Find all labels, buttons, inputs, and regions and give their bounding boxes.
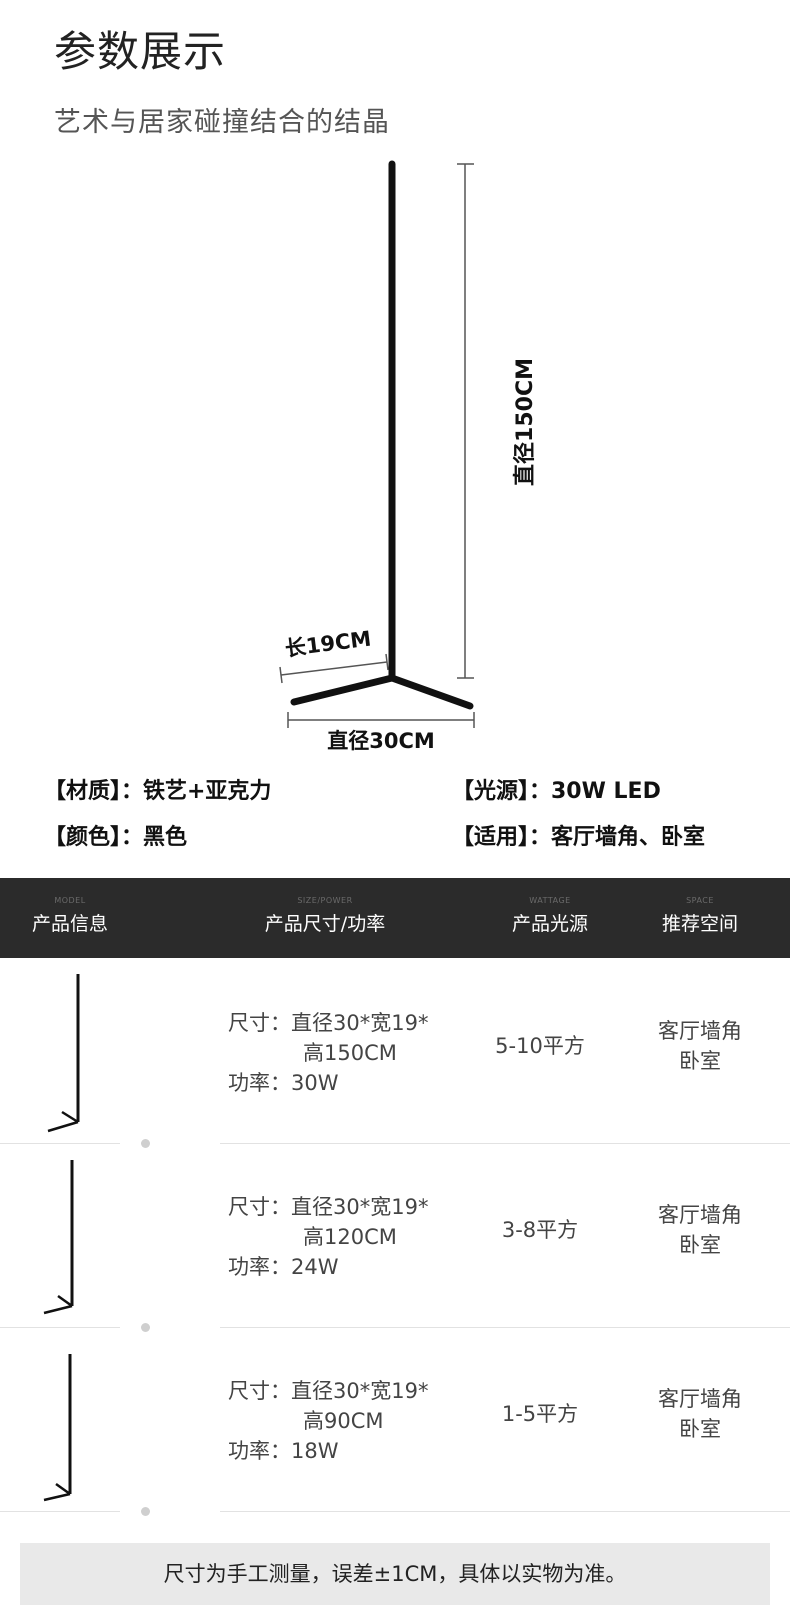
page-subtitle: 艺术与居家碰撞结合的结晶 [54, 107, 390, 138]
spec-material: 【材质】：铁艺+亚克力 [44, 779, 272, 804]
height-dimension [457, 163, 474, 679]
row-divider [220, 1143, 790, 1144]
source-cell: 1-5平方 [501, 1402, 579, 1426]
length-label: 长19CM [284, 627, 373, 661]
row-divider [0, 1327, 120, 1328]
diameter-dimension [287, 712, 475, 728]
height-label: 直径150CM [512, 358, 538, 486]
spec-light-source: 【光源】：30W LED [452, 779, 661, 804]
row-divider [0, 1143, 120, 1144]
row-divider [0, 1511, 120, 1512]
lamp-thumbnail [43, 1160, 74, 1315]
column-model: MODEL 产品信息 [31, 896, 108, 935]
lamp-base-right [388, 674, 474, 710]
row-divider [220, 1511, 790, 1512]
measurement-note: 尺寸为手工测量，误差±1CM，具体以实物为准。 [20, 1543, 770, 1605]
size-power-cell: 尺寸：直径30*宽19* 高120CM 功率：24W [228, 1195, 429, 1279]
column-wattage: WATTAGE 产品光源 [511, 896, 588, 935]
space-cell: 客厅墙角 卧室 [658, 1019, 742, 1073]
lamp-thumbnail [47, 974, 80, 1133]
spec-usage: 【适用】：客厅墙角、卧室 [452, 825, 706, 850]
row-divider [220, 1327, 790, 1328]
table-row: 尺寸：直径30*宽19* 高120CM 功率：24W 3-8平方 客厅墙角 卧室 [0, 1144, 790, 1327]
column-space: SPACE 推荐空间 [661, 896, 738, 935]
source-cell: 3-8平方 [501, 1218, 579, 1242]
lamp-thumbnail [43, 1354, 72, 1502]
diameter-label: 直径30CM [327, 729, 435, 753]
column-size-power: SIZE/POWER 产品尺寸/功率 [264, 896, 386, 935]
length-dimension [279, 653, 389, 684]
divider-dot [141, 1323, 150, 1332]
space-cell: 客厅墙角 卧室 [658, 1203, 742, 1257]
lamp-dimension-diagram: 直径150CM 长19CM 直径30CM [279, 160, 538, 753]
divider-dot [141, 1139, 150, 1148]
table-header: MODEL 产品信息 SIZE/POWER 产品尺寸/功率 WATTAGE 产品… [0, 878, 790, 958]
space-cell: 客厅墙角 卧室 [658, 1387, 742, 1441]
page-title: 参数展示 [54, 27, 227, 76]
size-power-cell: 尺寸：直径30*宽19* 高150CM 功率：30W [228, 1011, 429, 1095]
divider-dot [141, 1507, 150, 1516]
spec-color: 【颜色】：黑色 [44, 825, 188, 850]
lamp-base-left [290, 674, 396, 706]
table-row: 尺寸：直径30*宽19* 高150CM 功率：30W 5-10平方 客厅墙角 卧… [0, 960, 790, 1143]
size-power-cell: 尺寸：直径30*宽19* 高90CM 功率：18W [228, 1379, 429, 1463]
source-cell: 5-10平方 [495, 1034, 585, 1058]
table-row: 尺寸：直径30*宽19* 高90CM 功率：18W 1-5平方 客厅墙角 卧室 [0, 1328, 790, 1511]
